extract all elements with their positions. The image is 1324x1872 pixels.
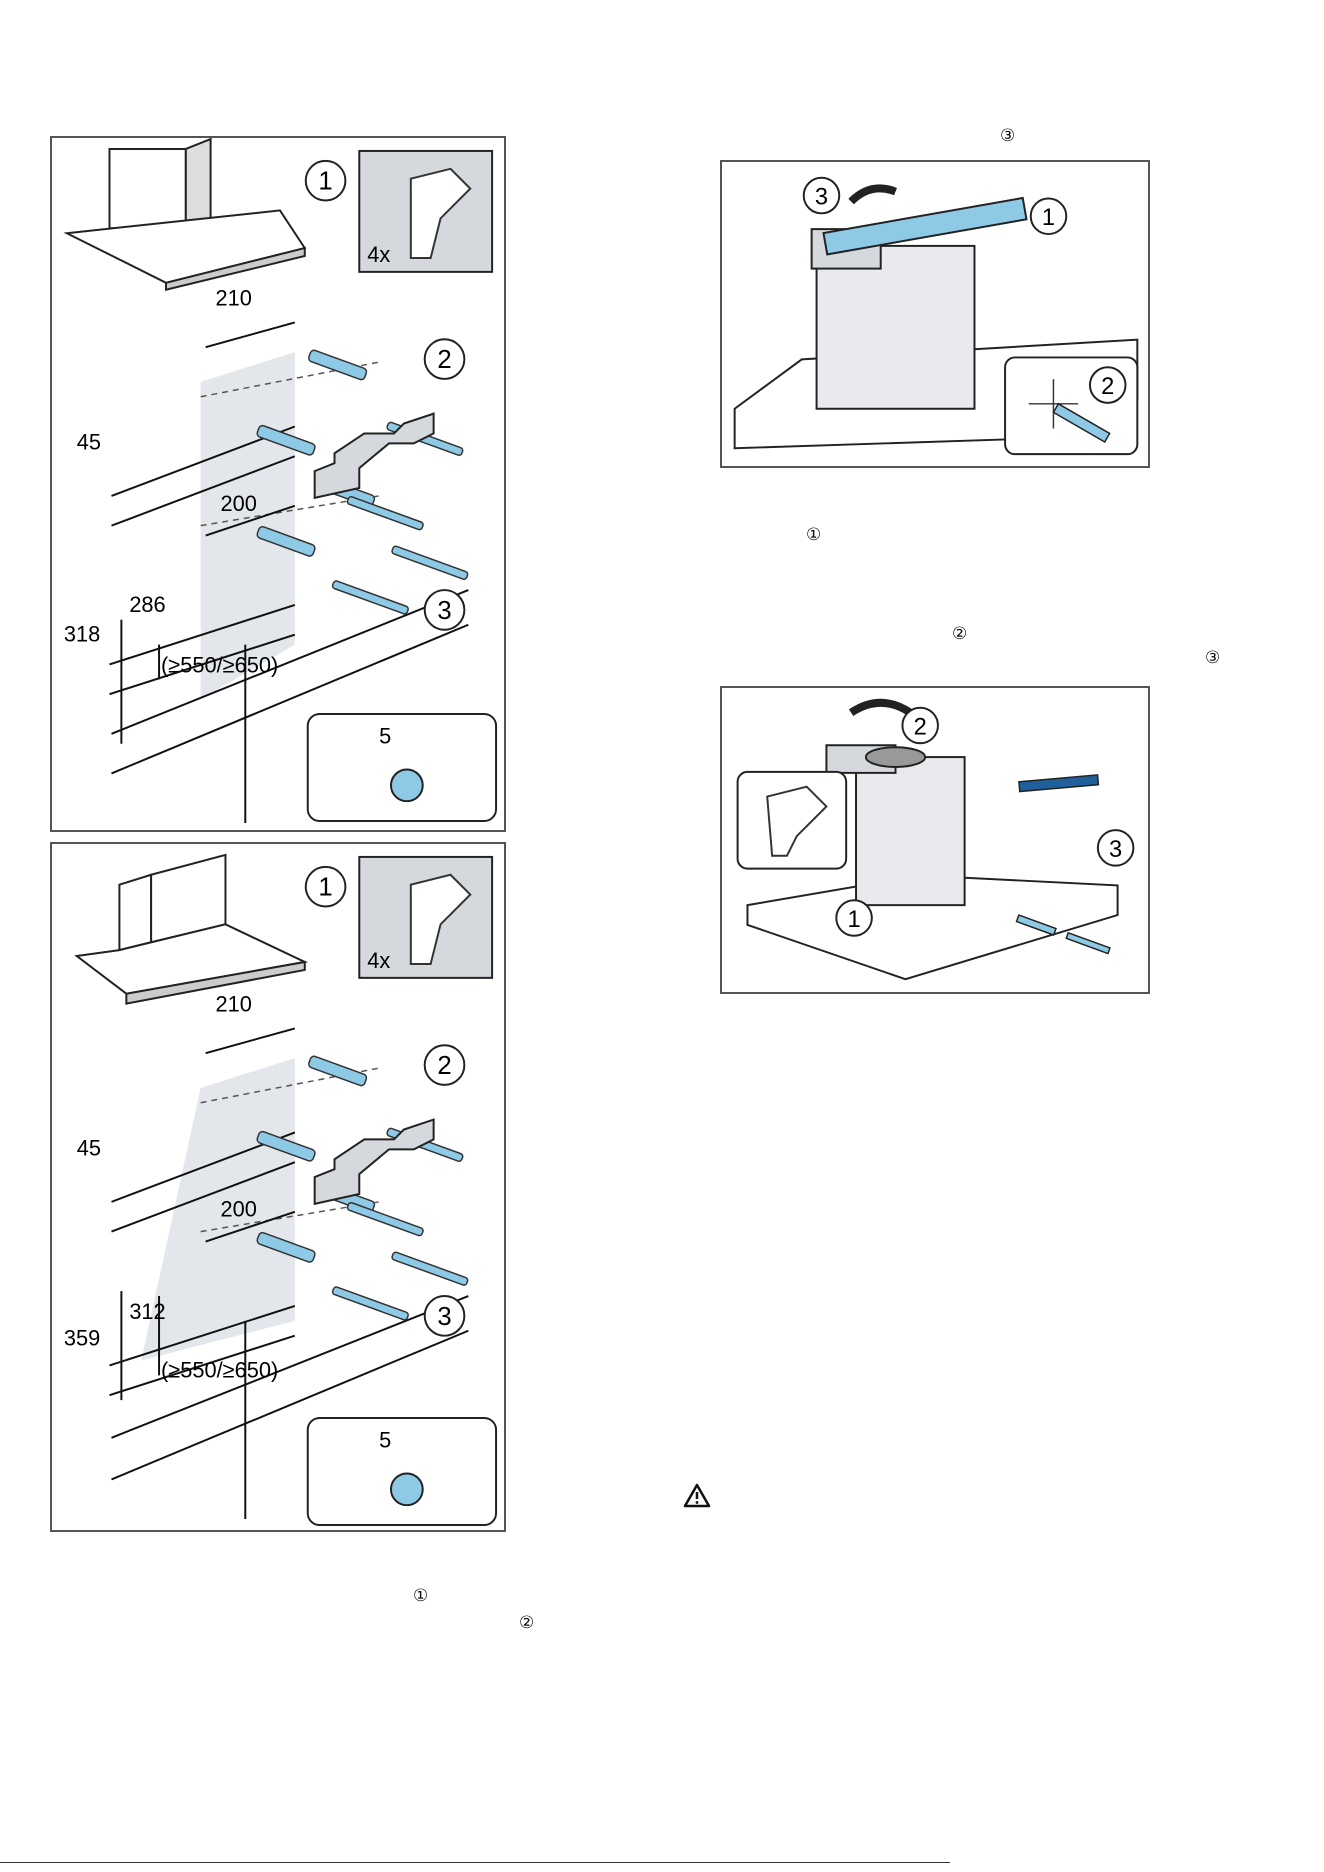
footer-rule [0,1862,950,1863]
figure-3-illustration: 3 1 2 [722,162,1148,466]
fig1-dim-45: 45 [77,429,101,454]
fig1-dim-318: 318 [64,622,100,647]
marker-step-2-mid: ② [952,626,967,643]
mounting-bracket [315,1120,434,1204]
fig2-step-3: 3 [437,1303,451,1331]
hood-drawing [67,139,305,290]
hood-drawing [77,855,305,1004]
fig1-dim-range: (≥550/≥650) [161,652,278,677]
fig1-dim-200: 200 [221,491,257,516]
fig2-dim-45: 45 [77,1135,101,1160]
screw-detail-inset [308,714,496,821]
fig4-step-2: 2 [914,714,927,740]
figure-4-illustration: 2 3 1 [722,688,1148,992]
figure-chimney-hood-drilling: 1 4x [50,136,506,832]
marker-step-1-bottom: ① [413,1588,428,1605]
fig2-dim-210: 210 [216,992,252,1017]
fig2-dim-5: 5 [379,1428,391,1453]
fig2-step-1: 1 [318,874,332,902]
fig2-dim-200: 200 [221,1197,257,1222]
fig3-step-3: 3 [815,184,828,210]
fig4-step-1: 1 [847,907,860,933]
mounting-bracket [315,414,434,498]
fig1-step-2: 2 [437,346,451,374]
fig1-count: 4x [367,242,390,267]
fig1-step-1: 1 [318,168,332,196]
fig2-dim-359: 359 [64,1326,100,1351]
marker-step-3-top: ③ [1000,128,1015,145]
marker-step-3-mid: ③ [1205,650,1220,667]
fig2-dim-range: (≥550/≥650) [161,1357,278,1382]
warning-icon [683,1483,711,1508]
figure-level-and-mark: 3 1 2 [720,160,1150,468]
figure-1-illustration: 1 4x [52,138,504,830]
fig1-dim-210: 210 [216,286,252,311]
fig2-step-2: 2 [437,1052,451,1080]
fig1-step-3: 3 [437,597,451,625]
rotate-arrow [851,188,895,201]
figure-fasten-hood: 2 3 1 [720,686,1150,994]
figure-2-illustration: 1 4x [52,844,504,1530]
push-arrow [851,703,910,713]
fig2-dim-312: 312 [129,1299,165,1324]
fig1-dim-286: 286 [129,592,165,617]
fig1-dim-5: 5 [379,724,391,749]
fig3-step-2: 2 [1101,374,1114,400]
screwdriver [1019,775,1099,792]
marker-step-1-mid: ① [806,527,821,544]
fig4-step-3: 3 [1109,837,1122,863]
fig2-count: 4x [367,948,390,973]
wall-area [201,352,295,699]
marker-step-2-bottom: ② [519,1615,534,1632]
screw-detail-inset [308,1418,496,1525]
figure-pyramid-hood-drilling: 1 4x [50,842,506,1532]
fig3-step-1: 1 [1042,205,1055,231]
